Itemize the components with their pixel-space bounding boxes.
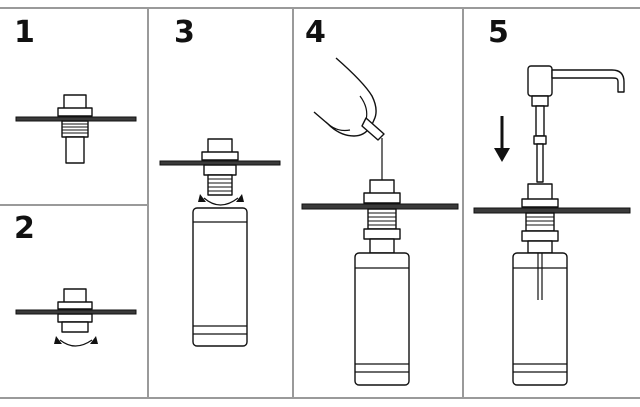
rotate-arrow-icon bbox=[198, 194, 244, 206]
soap-bottle-icon bbox=[354, 252, 410, 386]
rotate-arrow-icon bbox=[54, 336, 98, 347]
step-number-4: 4 bbox=[305, 15, 326, 50]
step-number-5: 5 bbox=[488, 15, 509, 50]
step-2-illustration bbox=[15, 288, 137, 347]
step-number-3: 3 bbox=[174, 15, 195, 50]
down-arrow-icon bbox=[494, 116, 510, 162]
panel-frames bbox=[0, 7, 640, 399]
step-5-illustration bbox=[473, 65, 631, 386]
pouring-hand bbox=[313, 57, 385, 180]
soap-bottle-icon bbox=[192, 207, 248, 347]
soap-bottle-icon bbox=[512, 252, 568, 386]
step-number-1: 1 bbox=[14, 15, 35, 50]
step-3-illustration bbox=[159, 138, 281, 347]
pump-head-icon bbox=[527, 65, 625, 183]
step-4-illustration bbox=[301, 57, 459, 386]
step-1-illustration bbox=[15, 94, 137, 164]
step-number-2: 2 bbox=[14, 211, 35, 246]
